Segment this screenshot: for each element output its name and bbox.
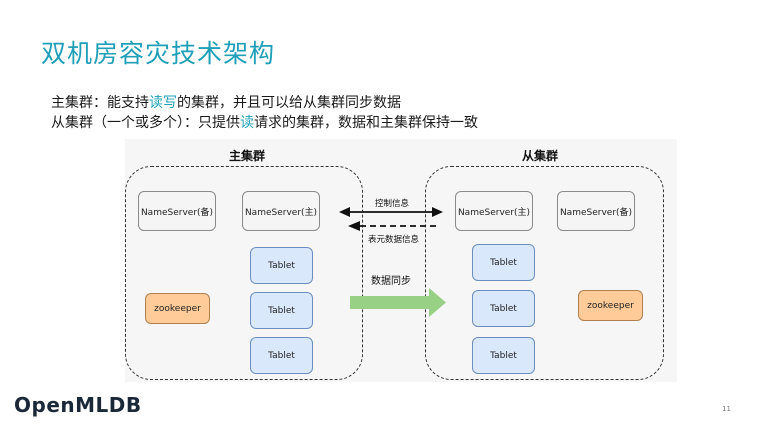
control-info-label: 控制信息 [375, 199, 410, 209]
main-tablet: Tablet [250, 247, 313, 284]
main-nameserver-primary: NameServer(主) [242, 191, 320, 231]
control-info-arrow [339, 207, 443, 217]
slave-zookeeper: zookeeper [578, 290, 643, 321]
description-slave-cluster: 从集群（一个或多个）：只提供读请求的集群，数据和主集群保持一致 [51, 115, 478, 131]
main-cluster-label: 主集群 [229, 149, 266, 163]
page-number: 11 [722, 405, 731, 413]
main-tablet: Tablet [250, 337, 313, 374]
main-nameserver-standby: NameServer(备) [138, 191, 216, 231]
slave-cluster [425, 166, 664, 380]
highlight-read: 读 [240, 115, 254, 131]
main-cluster [125, 166, 363, 380]
slave-tablet: Tablet [472, 290, 535, 327]
slave-nameserver-standby: NameServer(备) [557, 191, 635, 231]
page-title: 双机房容灾技术架构 [41, 39, 276, 68]
table-metadata-arrow [348, 221, 437, 231]
slave-cluster-label: 从集群 [522, 149, 559, 163]
table-metadata-label: 表元数据信息 [368, 235, 420, 245]
highlight-read-write: 读写 [149, 95, 177, 111]
slave-tablet: Tablet [472, 244, 535, 281]
description-main-cluster: 主集群：能支持读写的集群，并且可以给从集群同步数据 [51, 95, 401, 111]
main-tablet: Tablet [250, 292, 313, 329]
openmldb-logo: OpenMLDB [14, 393, 142, 417]
main-zookeeper: zookeeper [145, 293, 210, 324]
slave-tablet: Tablet [472, 337, 535, 374]
diagram-background [125, 139, 677, 382]
slave-nameserver-primary: NameServer(主) [455, 191, 533, 231]
data-sync-arrow [350, 288, 446, 317]
data-sync-label: 数据同步 [371, 276, 411, 287]
